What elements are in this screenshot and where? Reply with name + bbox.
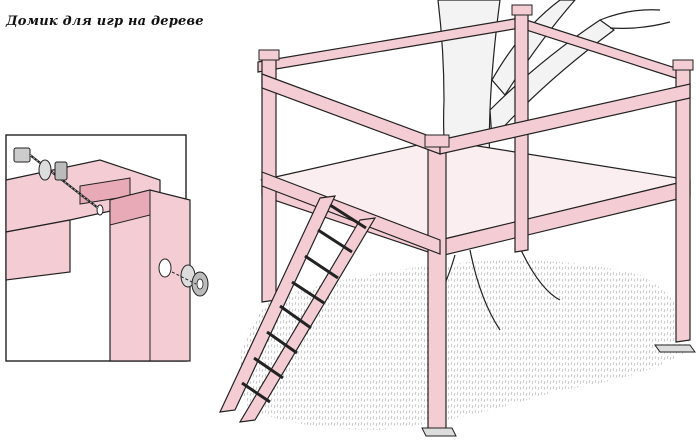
- post-footings: [421, 344, 696, 437]
- ground-grass: [238, 260, 690, 430]
- post-front: [427, 139, 447, 431]
- post-back-right: [675, 65, 691, 343]
- tree-branch-twigs: [599, 9, 671, 29]
- diagram-title: Домик для игр на дереве: [6, 14, 204, 29]
- ladder: [218, 195, 377, 423]
- joint-detail-inset: [5, 134, 209, 362]
- nut-icon: [54, 161, 209, 297]
- front-rails: [261, 73, 691, 255]
- post-caps: [258, 4, 694, 148]
